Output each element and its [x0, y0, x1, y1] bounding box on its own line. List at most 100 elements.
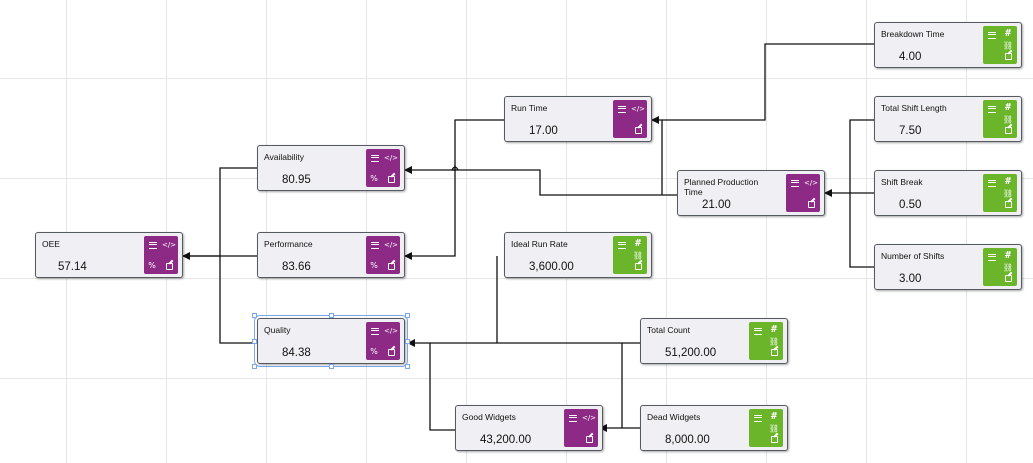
node-value: 57.14 [58, 261, 87, 273]
link-icon[interactable]: ⛓ [1002, 263, 1014, 272]
hash-icon[interactable]: # [1004, 250, 1012, 261]
node-good-widgets[interactable]: Good Widgets 43,200.00 </> [455, 405, 603, 451]
formula-panel: </> [613, 100, 647, 138]
menu-icon[interactable] [616, 104, 628, 114]
node-label: Quality [264, 325, 291, 335]
edit-icon[interactable] [385, 347, 397, 357]
node-label: Breakdown Time [881, 29, 945, 39]
node-label: Availability [264, 152, 305, 162]
input-panel: # ⛓ [983, 100, 1017, 138]
connector-quality-oee [219, 256, 257, 344]
node-availability[interactable]: Availability 80.95 </> % [257, 145, 405, 191]
connector-hop [451, 166, 459, 171]
edit-icon[interactable] [1002, 199, 1014, 209]
node-value: 21.00 [702, 199, 731, 211]
hash-icon[interactable]: # [1004, 102, 1012, 113]
resize-handle-top[interactable] [329, 313, 334, 318]
percent-icon[interactable]: % [370, 174, 378, 183]
menu-icon[interactable] [789, 178, 801, 188]
edit-icon[interactable] [768, 347, 780, 357]
menu-icon[interactable] [986, 30, 998, 40]
menu-icon[interactable] [752, 413, 764, 423]
node-dead-widgets[interactable]: Dead Widgets 8,000.00 # ⛓ [640, 405, 788, 451]
edit-icon[interactable] [768, 434, 780, 444]
menu-icon[interactable] [986, 252, 998, 262]
node-value: 3,600.00 [529, 261, 574, 273]
hash-icon[interactable]: # [1004, 176, 1012, 187]
hash-icon[interactable]: # [770, 324, 778, 335]
formula-panel: </> [786, 174, 820, 212]
code-icon[interactable]: </> [581, 414, 597, 422]
formula-panel: </> % [144, 236, 178, 274]
menu-icon[interactable] [369, 326, 381, 336]
node-quality[interactable]: Quality 84.38 </> % [254, 315, 408, 367]
edit-icon[interactable] [385, 261, 397, 271]
link-icon[interactable]: ⛓ [632, 251, 644, 260]
resize-handle-right[interactable] [405, 339, 410, 344]
node-planned-production-time[interactable]: Planned Production Time 21.00 </> [677, 170, 825, 216]
node-label: OEE [42, 239, 60, 249]
hash-icon[interactable]: # [1004, 28, 1012, 39]
resize-handle-bottom[interactable] [329, 364, 334, 369]
resize-handle-bottom-right[interactable] [405, 364, 410, 369]
code-icon[interactable]: </> [383, 241, 399, 249]
edit-icon[interactable] [163, 261, 175, 271]
percent-icon[interactable]: % [148, 261, 156, 270]
code-icon[interactable]: </> [161, 241, 177, 249]
edit-icon[interactable] [1002, 125, 1014, 135]
edit-icon[interactable] [632, 125, 644, 135]
node-run-time[interactable]: Run Time 17.00 </> [504, 96, 652, 142]
edit-icon[interactable] [632, 261, 644, 271]
link-icon[interactable]: ⛓ [1002, 41, 1014, 50]
code-icon[interactable]: </> [383, 327, 399, 335]
resize-handle-left[interactable] [252, 339, 257, 344]
menu-icon[interactable] [369, 153, 381, 163]
resize-handle-bottom-left[interactable] [252, 364, 257, 369]
code-icon[interactable]: </> [803, 179, 819, 187]
menu-icon[interactable] [752, 326, 764, 336]
edit-icon[interactable] [1002, 273, 1014, 283]
edit-icon[interactable] [583, 434, 595, 444]
menu-icon[interactable] [986, 104, 998, 114]
code-icon[interactable]: </> [630, 105, 646, 113]
code-icon[interactable]: </> [383, 154, 399, 162]
hash-icon[interactable]: # [634, 238, 642, 249]
resize-handle-top-left[interactable] [252, 313, 257, 318]
menu-icon[interactable] [616, 240, 628, 250]
node-performance[interactable]: Performance 83.66 </> % [257, 232, 405, 278]
node-label: Total Shift Length [881, 103, 947, 113]
node-total-count[interactable]: Total Count 51,200.00 # ⛓ [640, 318, 788, 364]
percent-icon[interactable]: % [370, 347, 378, 356]
node-oee[interactable]: OEE 57.14 </> % [35, 232, 183, 278]
node-total-shift-length[interactable]: Total Shift Length 7.50 # ⛓ [874, 96, 1022, 142]
connector-runtime-performance [404, 165, 456, 260]
link-icon[interactable]: ⛓ [768, 337, 780, 346]
node-label: Shift Break [881, 177, 923, 187]
link-icon[interactable]: ⛓ [1002, 189, 1014, 198]
node-breakdown-time[interactable]: Breakdown Time 4.00 # ⛓ [874, 22, 1022, 68]
link-icon[interactable]: ⛓ [1002, 115, 1014, 124]
percent-icon[interactable]: % [370, 261, 378, 270]
edit-icon[interactable] [805, 199, 817, 209]
input-panel: # ⛓ [749, 322, 783, 360]
menu-icon[interactable] [986, 178, 998, 188]
connector-availability-oee [182, 167, 257, 260]
node-ideal-run-rate[interactable]: Ideal Run Rate 3,600.00 # ⛓ [504, 232, 652, 278]
node-shift-break[interactable]: Shift Break 0.50 # ⛓ [874, 170, 1022, 216]
menu-icon[interactable] [369, 240, 381, 250]
node-label: Number of Shifts [881, 251, 945, 261]
edit-icon[interactable] [385, 174, 397, 184]
hash-icon[interactable]: # [770, 411, 778, 422]
resize-handle-top-right[interactable] [405, 313, 410, 318]
menu-icon[interactable] [567, 413, 579, 423]
link-icon[interactable]: ⛓ [768, 424, 780, 433]
node-number-of-shifts[interactable]: Number of Shifts 3.00 # ⛓ [874, 244, 1022, 290]
node-label: Performance [264, 239, 313, 249]
formula-panel: </> [564, 409, 598, 447]
node-value: 43,200.00 [480, 434, 532, 446]
node-value: 7.50 [899, 125, 922, 137]
menu-icon[interactable] [147, 240, 159, 250]
node-value: 0.50 [899, 199, 922, 211]
edit-icon[interactable] [1002, 51, 1014, 61]
